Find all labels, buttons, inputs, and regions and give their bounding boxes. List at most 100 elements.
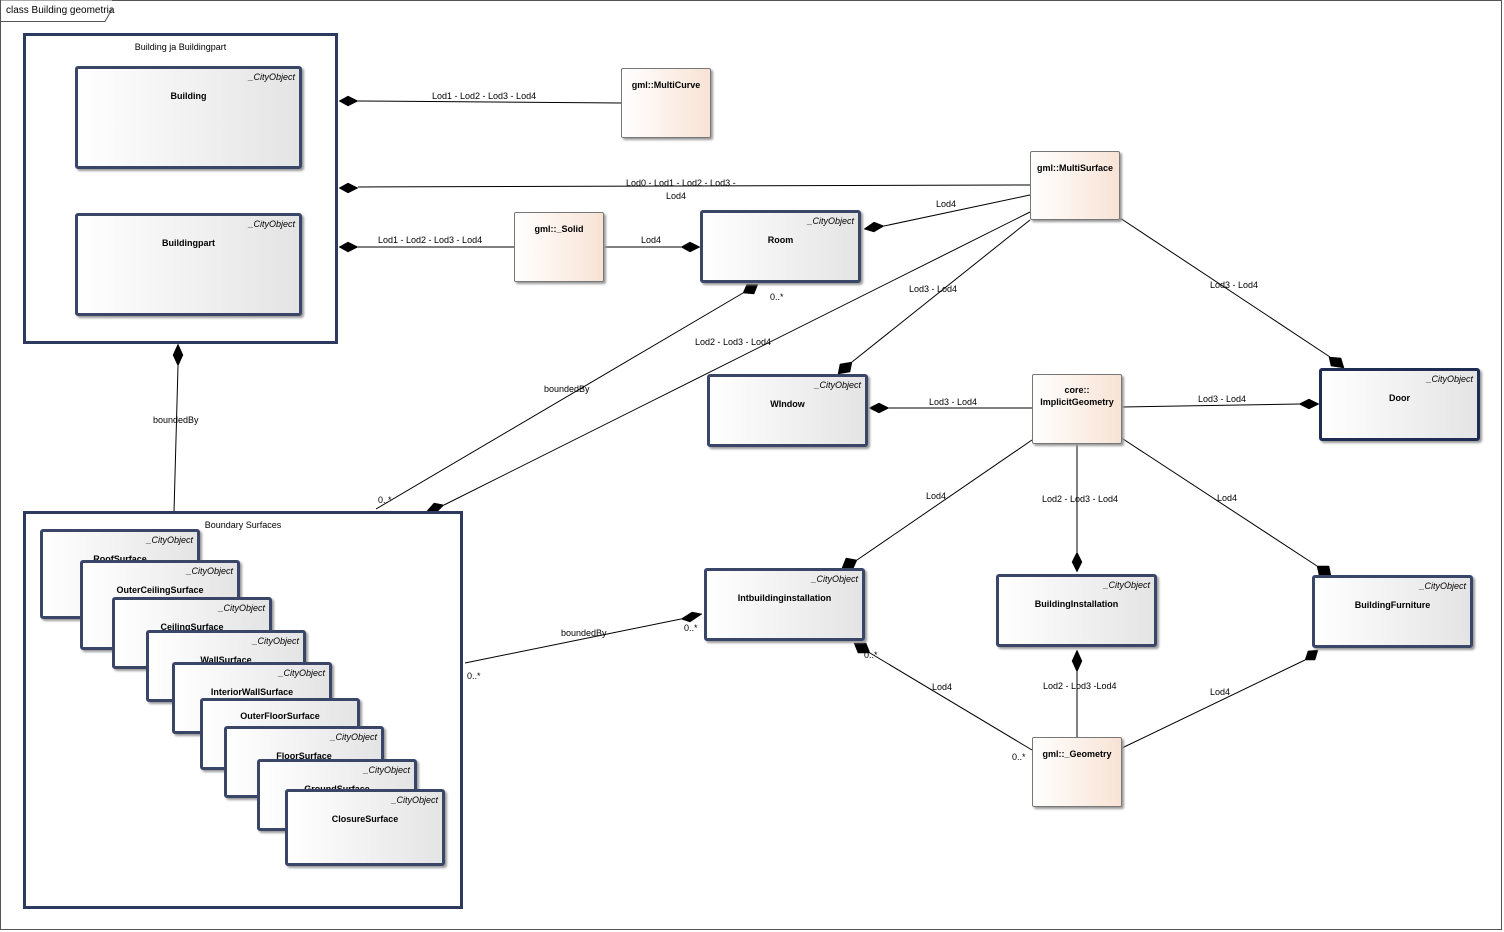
stereotype-label: _CityObject	[248, 219, 295, 229]
class-name: WIndow	[770, 399, 805, 409]
link-geometry-furniture[interactable]	[1121, 659, 1306, 749]
label-boundary-intbuilding-mult-dst: 0..*	[684, 623, 698, 633]
label-geometry-intbuilding: Lod4	[932, 682, 953, 692]
stereotype-label: _CityObject	[1419, 581, 1466, 591]
link-building-multisurface[interactable]	[357, 184, 1031, 188]
label-building-multisurface-2: Lod4	[666, 191, 687, 201]
class-name: ClosureSurface	[331, 814, 399, 824]
label-geometry-intbuilding-mult-dst: 0..*	[864, 650, 878, 660]
diamond-building-multicurve	[338, 95, 359, 107]
geometry-implicit[interactable]: core:: ImplicitGeometry	[1032, 374, 1122, 444]
class-name: Buildingpart	[162, 238, 215, 248]
label-implicit-furniture: Lod4	[1217, 493, 1238, 503]
geometry-geometry[interactable]: gml::_Geometry	[1032, 737, 1122, 807]
link-multisurface-boundary[interactable]	[443, 211, 1031, 506]
stereotype-label: _CityObject	[814, 380, 861, 390]
class-name: Building	[170, 91, 207, 101]
label-building-multisurface-1: Lod0 - Lod1 - Lod2 - Lod3 -	[626, 178, 736, 188]
geometry-name-line2: ImplicitGeometry	[1040, 397, 1114, 407]
stereotype-label: _CityObject	[248, 72, 295, 82]
label-implicit-intbuilding: Lod4	[926, 491, 947, 501]
diamond-multisurface-window	[837, 361, 853, 375]
class-window[interactable]: _CityObject WIndow	[707, 374, 868, 447]
link-building-multicurve[interactable]	[357, 100, 622, 104]
class-buildingfurniture[interactable]: _CityObject BuildingFurniture	[1312, 575, 1473, 648]
diamond-building-boundary	[172, 343, 184, 367]
class-room[interactable]: _CityObject Room	[700, 210, 861, 283]
diamond-implicit-window	[868, 402, 890, 414]
geometry-multicurve[interactable]: gml::MultiCurve	[621, 68, 711, 138]
surface-closure[interactable]: _CityObject ClosureSurface	[285, 789, 445, 866]
link-boundary-intbuilding[interactable]	[464, 618, 682, 664]
diamond-multisurface-room	[863, 221, 885, 233]
link-multisurface-window[interactable]	[851, 219, 1031, 363]
geometry-solid[interactable]: gml::_Solid	[514, 212, 604, 282]
diamond-buildingpart-solid	[338, 241, 359, 253]
diagram-title: class Building geometria	[6, 5, 115, 16]
stereotype-label: _CityObject	[1103, 580, 1150, 590]
geometry-name: gml::MultiSurface	[1036, 163, 1113, 173]
label-room-boundary: boundedBy	[544, 384, 590, 394]
class-name: OuterCeilingSurface	[116, 585, 204, 595]
stereotype-label: _CityObject	[811, 574, 858, 584]
link-implicit-door[interactable]	[1121, 403, 1300, 408]
label-multisurface-room: Lod4	[936, 199, 957, 209]
diamond-geometry-buildinginst	[1071, 649, 1083, 673]
stereotype-label: _CityObject	[807, 216, 854, 226]
link-implicit-intbuilding[interactable]	[856, 439, 1033, 561]
stereotype-label: _CityObject	[391, 795, 438, 805]
diamond-geometry-furniture	[1304, 649, 1319, 661]
class-name: BuildingFurniture	[1354, 600, 1431, 610]
stereotype-label: _CityObject	[146, 535, 193, 545]
class-door[interactable]: _CityObject Door	[1319, 368, 1480, 441]
stereotype-label: _CityObject	[186, 566, 233, 576]
class-name: OuterFloorSurface	[240, 711, 320, 721]
link-multisurface-room[interactable]	[883, 194, 1031, 227]
class-buildinginstallation[interactable]: _CityObject BuildingInstallation	[996, 574, 1157, 647]
link-building-boundary[interactable]	[173, 365, 179, 513]
label-multisurface-door: Lod3 - Lod4	[1210, 280, 1259, 290]
class-name: InteriorWallSurface	[210, 687, 294, 697]
label-implicit-buildinginst: Lod2 - Lod3 - Lod4	[1042, 494, 1119, 504]
link-multisurface-door[interactable]	[1119, 217, 1331, 358]
stereotype-label: _CityObject	[1426, 374, 1473, 384]
class-name: FloorSurface	[276, 751, 332, 761]
class-name: Room	[767, 235, 794, 245]
geometry-name-line1: core::	[1064, 385, 1090, 395]
diamond-boundary-intbuilding	[680, 611, 703, 623]
stereotype-label: _CityObject	[218, 603, 265, 613]
label-room-boundary-multiplicity: 0..*	[378, 495, 392, 505]
diamond-room-boundary	[742, 283, 759, 295]
diamond-geometry-intbuilding	[853, 642, 871, 654]
class-name: CeilingSurface	[160, 622, 224, 632]
diamond-implicit-door	[1298, 398, 1320, 410]
class-name: WallSurface	[200, 655, 252, 665]
class-name: BuildingInstallation	[1034, 599, 1119, 609]
stereotype-label: _CityObject	[278, 668, 325, 678]
geometry-name: gml::_Solid	[534, 224, 584, 234]
link-room-boundary[interactable]	[375, 292, 744, 510]
boundary-group-title: Boundary Surfaces	[204, 520, 282, 530]
label-multisurface-boundary: Lod2 - Lod3 - Lod4	[695, 337, 772, 347]
diagram-title-tab	[0, 0, 112, 22]
class-building[interactable]: _CityObject Building	[75, 66, 302, 169]
link-geometry-intbuilding[interactable]	[869, 652, 1033, 751]
geometry-name: core:: ImplicitGeometry	[1033, 384, 1121, 408]
label-room-multiplicity: 0..*	[770, 292, 784, 302]
geometry-multisurface[interactable]: gml::MultiSurface	[1030, 151, 1120, 220]
class-buildingpart[interactable]: _CityObject Buildingpart	[75, 213, 302, 316]
geometry-name: gml::_Geometry	[1042, 749, 1112, 759]
label-building-boundary: boundedBy	[153, 415, 199, 425]
label-buildingpart-solid: Lod1 - Lod2 - Lod3 - Lod4	[378, 235, 483, 245]
class-intbuildinginstallation[interactable]: _CityObject Intbuildinginstallation	[704, 568, 865, 641]
label-building-multicurve: Lod1 - Lod2 - Lod3 - Lod4	[432, 91, 537, 101]
link-implicit-furniture[interactable]	[1119, 436, 1318, 567]
label-multisurface-window: Lod3 - Lod4	[909, 284, 958, 294]
diamond-multisurface-door	[1328, 356, 1345, 369]
class-name: Door	[1389, 393, 1410, 403]
building-group-title: Building ja Buildingpart	[134, 42, 227, 52]
diamond-implicit-buildinginst	[1071, 551, 1083, 573]
label-geometry-intbuilding-mult-src: 0..*	[1012, 752, 1026, 762]
